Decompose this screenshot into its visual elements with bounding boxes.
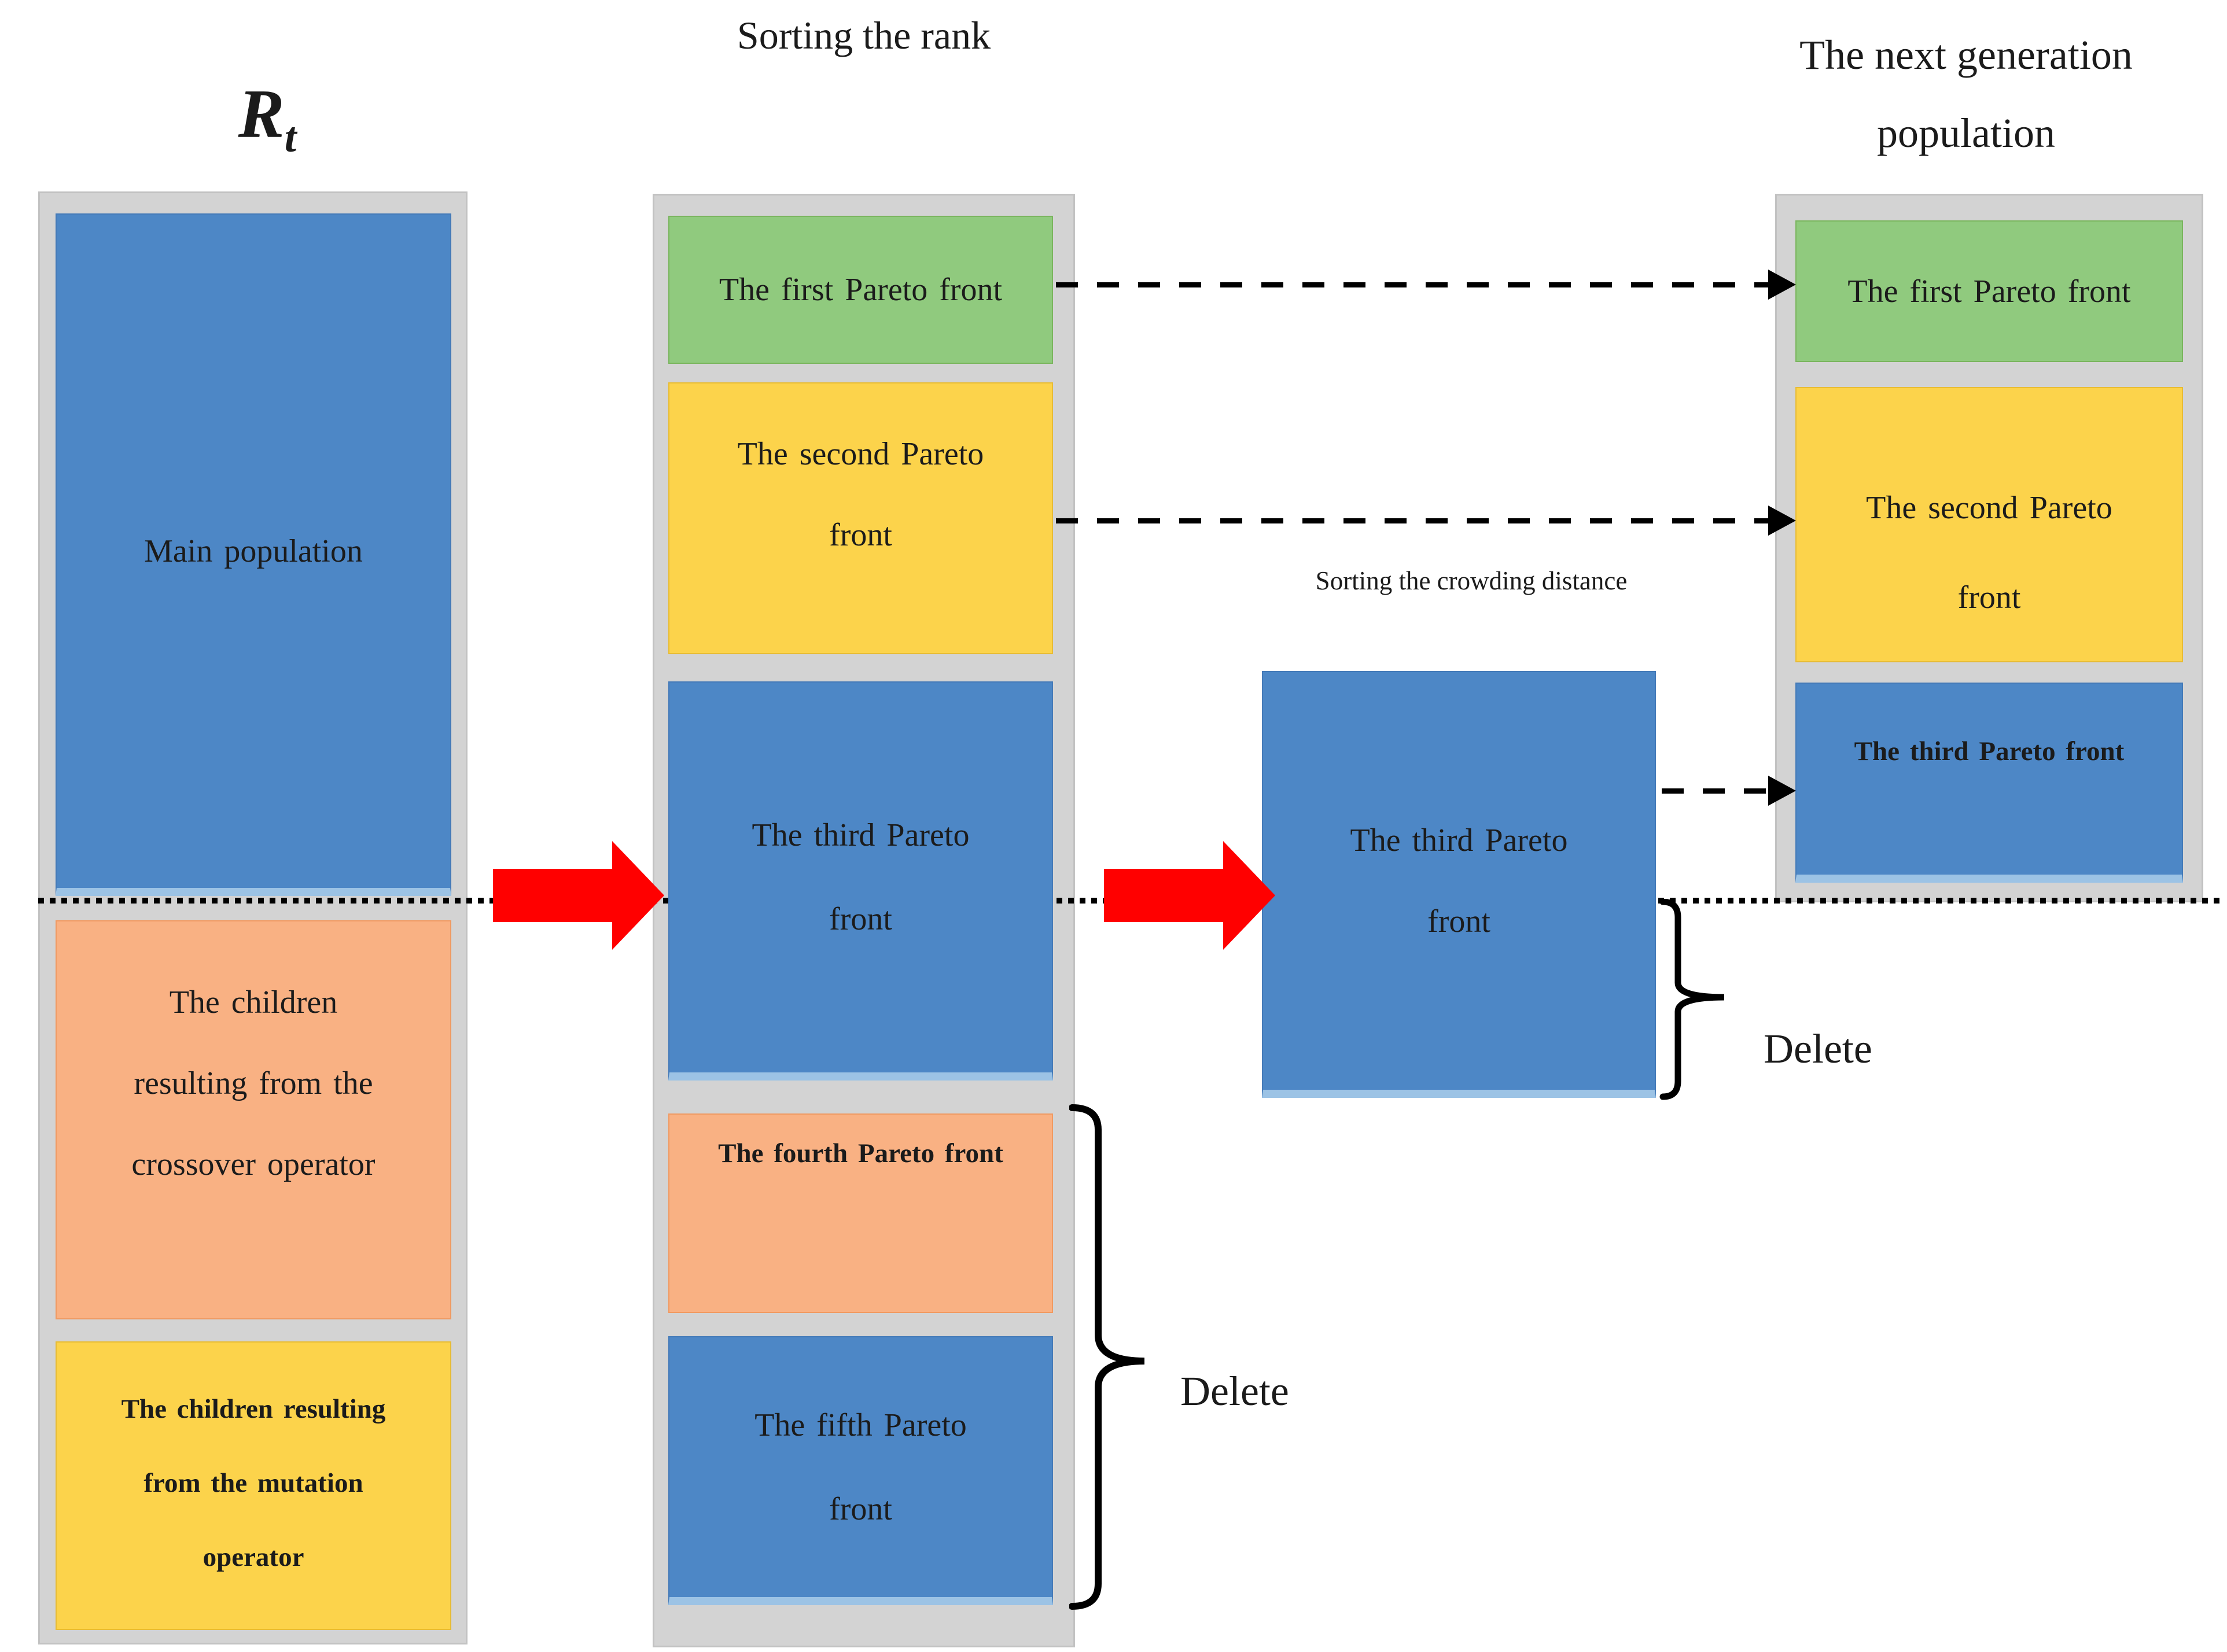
dashed-arrow-second-front-line [1056,518,1769,523]
mutation-children-line3: operator [203,1542,304,1572]
fourth-pareto-front-box: The fourth Pareto front [668,1113,1053,1313]
next-generation-title-line1: The next generation [1799,32,2133,78]
delete-label-rank: Delete [1180,1368,1289,1414]
fifth-pareto-front-box: The fifth Pareto front [668,1336,1053,1605]
next-gen-second-front-line2: front [1957,580,2021,615]
next-gen-third-front-box: The third Pareto front [1795,683,2183,883]
main-population-box: Main population [56,213,451,896]
next-generation-title-line2: population [1877,110,2055,156]
second-pareto-front-line1: The second Pareto [737,436,984,472]
dashed-arrow-first-front-line [1056,282,1769,287]
main-population-label: Main population [144,533,363,569]
dashed-arrow-second-front-head-icon [1768,506,1796,536]
next-gen-third-front-label: The third Pareto front [1854,736,2125,766]
rt-symbol: R [238,75,285,152]
crossover-children-line2: resulting from the [134,1065,373,1101]
third-pareto-front-line2: front [829,901,892,937]
red-arrow-sort-crowding-icon [1104,841,1275,950]
crowding-third-pareto-front-box: The third Pareto front [1262,671,1656,1098]
sorting-rank-title: Sorting the rank [737,13,991,57]
next-gen-first-front-label: The first Pareto front [1847,273,2131,309]
fourth-pareto-front-label: The fourth Pareto front [718,1138,1003,1168]
crossover-children-box: The children resulting from the crossove… [56,920,451,1319]
crossover-children-line1: The children [169,984,338,1020]
first-pareto-front-label: The first Pareto front [719,272,1003,308]
red-arrow-sort-rank-icon [493,841,664,950]
delete-label-crowding: Delete [1764,1026,1872,1072]
first-pareto-front-box: The first Pareto front [668,216,1053,364]
delete-brace-crowding-icon [1659,899,1725,1100]
third-pareto-front-line1: The third Pareto [752,817,970,853]
next-gen-first-front-box: The first Pareto front [1795,220,2183,362]
mutation-children-line2: from the mutation [143,1468,363,1498]
mutation-children-box: The children resulting from the mutation… [56,1341,451,1630]
crowding-third-front-line1: The third Pareto [1350,823,1568,858]
crowding-third-front-line2: front [1427,904,1490,939]
delete-brace-rank-icon [1069,1104,1145,1610]
dashed-arrow-first-front-head-icon [1768,270,1796,300]
second-pareto-front-line2: front [829,517,892,553]
fifth-pareto-front-line2: front [829,1491,892,1527]
second-pareto-front-box: The second Pareto front [668,382,1053,654]
next-generation-title: The next generation population [1752,16,2180,172]
rt-population-title: Rt [204,74,331,159]
mutation-children-line1: The children resulting [121,1394,386,1424]
dashed-arrow-third-front-head-icon [1768,776,1796,806]
next-gen-second-front-line1: The second Pareto [1866,490,2112,526]
rt-subscript: t [284,114,297,161]
third-pareto-front-box: The third Pareto front [668,681,1053,1081]
dashed-arrow-third-front-line [1662,788,1769,794]
crossover-children-line3: crossover operator [131,1146,376,1182]
fifth-pareto-front-line1: The fifth Pareto [754,1407,967,1443]
crowding-distance-title: Sorting the crowding distance [1315,566,1628,595]
next-gen-second-front-box: The second Pareto front [1795,387,2183,662]
